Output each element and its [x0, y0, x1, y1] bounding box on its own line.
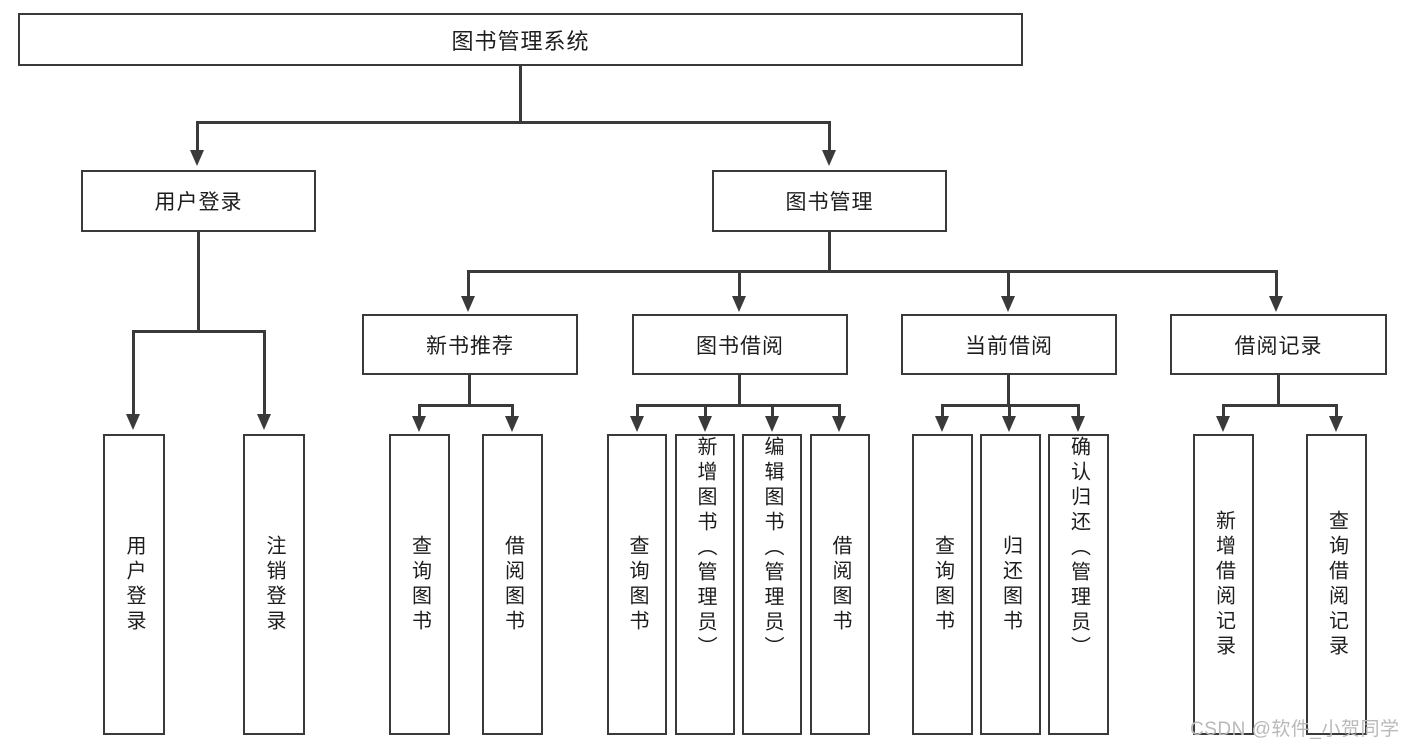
- leaf-label: 查询图书: [408, 534, 431, 635]
- connector-borrow-record-stem: [1277, 375, 1280, 406]
- connector-level3-bus: [467, 270, 1277, 273]
- arrowhead-return-book: [1002, 416, 1016, 432]
- leaf-label: 查询借阅记录: [1325, 509, 1348, 660]
- connector-drop-edit-book: [771, 404, 774, 418]
- node-label: 借阅记录: [1234, 334, 1323, 358]
- connector-book-management-stem: [828, 232, 831, 272]
- connector-drop-new-book: [467, 270, 470, 298]
- connector-root-stem: [519, 66, 522, 123]
- connector-drop-book-borrow: [738, 270, 741, 298]
- leaf-query-book-current[interactable]: 查询图书: [912, 434, 973, 735]
- node-book-borrow[interactable]: 图书借阅: [632, 314, 848, 375]
- node-book-management[interactable]: 图书管理: [712, 170, 947, 232]
- watermark-text: CSDN @软件_小贺同学: [1190, 719, 1400, 740]
- connector-drop-query-book-3: [941, 404, 944, 418]
- connector-drop-user-login: [196, 121, 199, 152]
- node-label: 用户登录: [154, 191, 243, 214]
- leaf-borrow-book-borrow[interactable]: 借阅图书: [810, 434, 870, 735]
- leaf-add-book-admin[interactable]: 新增图书（管理员）: [675, 434, 735, 735]
- arrowhead-borrow-book-2: [832, 416, 846, 432]
- connector-drop-confirm-return: [1077, 404, 1080, 418]
- leaf-label: 查询图书: [626, 534, 648, 635]
- connector-drop-borrow-record: [1275, 270, 1278, 298]
- connector-drop-query-record: [1335, 404, 1338, 418]
- node-user-login[interactable]: 用户登录: [81, 170, 316, 232]
- arrowhead-leaf-user-login: [126, 414, 140, 430]
- leaf-label: 归还图书: [999, 534, 1022, 635]
- arrowhead-current-borrow: [1001, 296, 1015, 312]
- arrowhead-query-record: [1329, 416, 1343, 432]
- connector-user-login-bus: [132, 330, 266, 333]
- connector-drop-leaf-logout: [263, 330, 266, 415]
- connector-current-borrow-stem: [1007, 375, 1010, 406]
- connector-book-borrow-bus: [636, 404, 840, 407]
- node-new-book-recommend[interactable]: 新书推荐: [362, 314, 578, 375]
- leaf-label: 新增借阅记录: [1212, 509, 1235, 660]
- connector-drop-query-book-2: [636, 404, 639, 418]
- node-root-book-management-system[interactable]: 图书管理系统: [18, 13, 1023, 66]
- connector-drop-return-book: [1008, 404, 1011, 418]
- leaf-label: 确认归还（管理员）: [1067, 436, 1090, 661]
- leaf-label: 新增图书（管理员）: [694, 436, 716, 661]
- leaf-edit-book-admin[interactable]: 编辑图书（管理员）: [742, 434, 802, 735]
- arrowhead-add-record: [1216, 416, 1230, 432]
- leaf-query-book-recommend[interactable]: 查询图书: [389, 434, 450, 735]
- arrowhead-leaf-logout: [257, 414, 271, 430]
- connector-drop-add-book: [704, 404, 707, 418]
- arrowhead-borrow-book-1: [505, 416, 519, 432]
- connector-drop-add-record: [1222, 404, 1225, 418]
- leaf-query-book-borrow[interactable]: 查询图书: [607, 434, 667, 735]
- arrowhead-book-borrow: [732, 296, 746, 312]
- arrowhead-edit-book: [765, 416, 779, 432]
- connector-new-book-stem: [468, 375, 471, 406]
- arrowhead-user-login: [190, 150, 204, 166]
- connector-level2-bus: [196, 121, 830, 124]
- leaf-label: 查询图书: [931, 534, 954, 635]
- node-label: 图书借阅: [696, 334, 784, 358]
- connector-drop-borrow-book-2: [838, 404, 841, 418]
- connector-book-borrow-stem: [738, 375, 741, 406]
- leaf-borrow-book-recommend[interactable]: 借阅图书: [482, 434, 543, 735]
- connector-user-login-stem: [197, 232, 200, 332]
- connector-drop-borrow-book-1: [511, 404, 514, 418]
- leaf-return-book[interactable]: 归还图书: [980, 434, 1041, 735]
- connector-drop-leaf-user-login: [132, 330, 135, 415]
- node-label: 图书管理系统: [451, 28, 590, 54]
- leaf-label: 注销登录: [263, 534, 285, 635]
- arrowhead-new-book: [461, 296, 475, 312]
- connector-new-book-bus: [418, 404, 513, 407]
- leaf-label: 借阅图书: [501, 534, 524, 635]
- node-borrow-record[interactable]: 借阅记录: [1170, 314, 1387, 375]
- node-label: 图书管理: [785, 191, 874, 214]
- connector-drop-current-borrow: [1007, 270, 1010, 298]
- leaf-label: 用户登录: [123, 534, 145, 635]
- arrowhead-borrow-record: [1269, 296, 1283, 312]
- arrowhead-add-book: [698, 416, 712, 432]
- leaf-label: 编辑图书（管理员）: [761, 436, 783, 661]
- arrowhead-query-book-3: [935, 416, 949, 432]
- connector-drop-book-management: [828, 121, 831, 152]
- leaf-label: 借阅图书: [829, 534, 851, 635]
- leaf-logout-login[interactable]: 注销登录: [243, 434, 305, 735]
- arrowhead-confirm-return: [1071, 416, 1085, 432]
- leaf-query-borrow-record[interactable]: 查询借阅记录: [1306, 434, 1367, 735]
- node-current-borrow[interactable]: 当前借阅: [901, 314, 1117, 375]
- connector-drop-query-book-1: [418, 404, 421, 418]
- connector-borrow-record-bus: [1222, 404, 1337, 407]
- arrowhead-query-book-2: [630, 416, 644, 432]
- arrowhead-query-book-1: [412, 416, 426, 432]
- node-label: 当前借阅: [965, 334, 1053, 358]
- arrowhead-book-management: [822, 150, 836, 166]
- leaf-confirm-return-admin[interactable]: 确认归还（管理员）: [1048, 434, 1109, 735]
- leaf-user-login[interactable]: 用户登录: [103, 434, 165, 735]
- leaf-add-borrow-record[interactable]: 新增借阅记录: [1193, 434, 1254, 735]
- node-label: 新书推荐: [426, 334, 514, 358]
